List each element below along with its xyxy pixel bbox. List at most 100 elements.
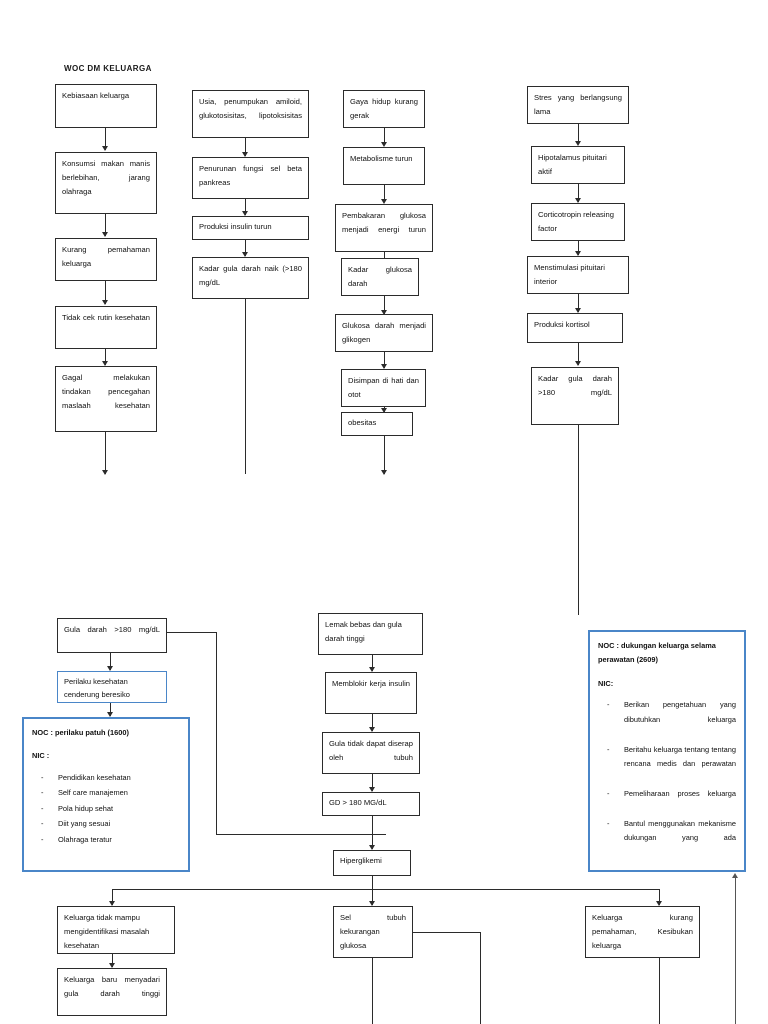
connector-line — [216, 632, 217, 835]
flow-node-corticotropin-releasing-factor: Corticotropin releasing factor — [531, 203, 625, 241]
nic-item-text: Pemeliharaan proses keluarga — [624, 788, 736, 798]
arrow-icon — [102, 300, 108, 305]
flow-node-menstimulasi-pituitari: Menstimulasi pituitari interior — [527, 256, 629, 294]
arrow-icon — [381, 310, 387, 315]
connector-bus — [112, 889, 660, 890]
connector-line-long — [578, 425, 579, 615]
arrow-icon — [107, 712, 113, 717]
flow-node-kadar-gula-darah-naik: Kadar gula darah naik (>180 mg/dL — [192, 257, 309, 299]
nic-item-text: Olahraga teratur — [58, 834, 112, 844]
arrow-icon — [102, 361, 108, 366]
flow-node-kadar-gula-darah-180: Kadar gula darah >180 mg/dL — [531, 367, 619, 425]
connector-line — [384, 296, 385, 314]
arrow-icon — [102, 146, 108, 151]
flow-node-perilaku-kesehatan-beresiko: Perilaku kesehatan cenderung beresiko — [57, 671, 167, 703]
connector-line — [372, 816, 373, 849]
arrow-icon — [369, 901, 375, 906]
flow-node-hiperglikemi: Hiperglikemi — [333, 850, 411, 876]
page-title: WOC DM KELUARGA — [64, 64, 152, 73]
flow-node-glukosa-menjadi-glikogen: Glukosa darah menjadi glikogen — [335, 314, 433, 352]
nic-item-text: Self care manajemen — [58, 788, 128, 798]
connector-line — [384, 128, 385, 145]
flow-node-usia-amiloid: Usia, penumpukan amiloid, glukotosisitas… — [192, 90, 309, 138]
connector-line — [245, 199, 246, 215]
flow-node-stres-berlangsung-lama: Stres yang berlangsung lama — [527, 86, 629, 124]
connector-line — [372, 958, 373, 1024]
arrow-icon — [656, 901, 662, 906]
nic-item-text: Berikan pengetahuan yang dibutuhkan kelu… — [624, 700, 736, 724]
nic-item-text: Bantul menggunakan mekanisme dukungan ya… — [624, 818, 736, 843]
flow-node-memblokir-insulin: Memblokir kerja insulin — [325, 672, 417, 714]
connector-line — [384, 352, 385, 368]
arrow-icon — [102, 232, 108, 237]
list-item: Beritahu keluarga tentang tentang rencan… — [607, 743, 736, 786]
flow-node-kebiasaan-keluarga: Kebiasaan keluarga — [55, 84, 157, 128]
flow-node-produksi-insulin-turun: Produksi insulin turun — [192, 216, 309, 240]
flow-node-gaya-hidup: Gaya hidup kurang gerak — [343, 90, 425, 128]
arrow-icon — [381, 364, 387, 369]
arrow-icon — [109, 901, 115, 906]
connector-line — [167, 632, 217, 633]
nic-subheading: NIC : — [32, 751, 50, 761]
arrow-icon — [381, 470, 387, 475]
arrow-icon — [369, 667, 375, 672]
connector-line — [659, 958, 660, 1024]
arrow-icon — [369, 727, 375, 732]
connector-line — [412, 932, 481, 933]
nic-item-list: Berikan pengetahuan yang dibutuhkan kelu… — [598, 698, 736, 860]
nic-item-list: Pendidikan kesehatan Self care manajemen… — [32, 771, 180, 848]
flow-node-sel-tubuh-kekurangan-glukosa: Sel tubuh kekurangan glukosa — [333, 906, 413, 958]
connector-line — [372, 774, 373, 791]
arrow-icon — [381, 142, 387, 147]
connector-line — [216, 834, 386, 835]
flow-node-metabolisme-turun: Metabolisme turun — [343, 147, 425, 185]
flow-node-disimpan-hati-otot: Disimpan di hati dan otot — [341, 369, 426, 407]
arrow-icon — [575, 251, 581, 256]
flow-node-kadar-glukosa-darah: Kadar glukosa darah — [341, 258, 419, 296]
flow-node-kurang-pemahaman: Kurang pemahaman keluarga — [55, 238, 157, 281]
connector-line — [112, 954, 113, 967]
connector-line — [372, 714, 373, 731]
arrow-icon — [732, 873, 738, 878]
connector-line — [112, 889, 113, 905]
arrow-icon — [242, 252, 248, 257]
flow-node-pembakaran-glukosa: Pembakaran glukosa menjadi energi turun — [335, 204, 433, 252]
list-item: Pola hidup sehat — [41, 802, 180, 817]
arrow-icon — [109, 963, 115, 968]
connector-line — [372, 876, 373, 890]
list-item: Olahraga teratur — [41, 833, 180, 848]
list-item: Self care manajemen — [41, 786, 180, 801]
flow-node-penurunan-fungsi-sel: Penurunan fungsi sel beta pankreas — [192, 157, 309, 199]
nic-item-text: Pendidikan kesehatan — [58, 772, 131, 782]
arrow-icon — [107, 666, 113, 671]
connector-line — [578, 184, 579, 202]
nic-item-text: Pola hidup sehat — [58, 803, 114, 813]
flow-node-keluarga-tidak-mampu: Keluarga tidak mampu mengidentifikasi ma… — [57, 906, 175, 954]
connector-line — [578, 343, 579, 365]
list-item: Diit yang sesuai — [41, 817, 180, 832]
flow-node-keluarga-baru-menyadari: Keluarga baru menyadari gula darah tingg… — [57, 968, 167, 1016]
connector-line — [110, 703, 111, 716]
arrow-icon — [369, 845, 375, 850]
noc-heading: NOC : perilaku patuh (1600) — [32, 728, 129, 737]
flow-node-keluarga-kurang-pemahaman: Keluarga kurang pemahaman, Kesibukan kel… — [585, 906, 700, 958]
feedback-connector-line — [735, 877, 736, 1024]
connector-line — [110, 653, 111, 670]
nic-item-text: Beritahu keluarga tentang tentang rencan… — [624, 744, 736, 769]
flow-node-hipotalamus-pituitari: Hipotalamus pituitari aktif — [531, 146, 625, 184]
connector-line — [372, 655, 373, 671]
list-item: Pendidikan kesehatan — [41, 771, 180, 786]
list-item: Pemeliharaan proses keluarga — [607, 787, 736, 816]
flow-node-lemak-bebas: Lemak bebas dan gula darah tinggi — [318, 613, 423, 655]
flow-node-tidak-cek-rutin: Tidak cek rutin kesehatan — [55, 306, 157, 349]
flow-node-konsumsi-makan: Konsumsi makan manis berlebihan, jarang … — [55, 152, 157, 214]
nic-subheading: NIC: — [598, 678, 614, 688]
noc-box-perilaku-patuh: NOC : perilaku patuh (1600) NIC : Pendid… — [22, 717, 190, 872]
flow-node-gagal-melakukan: Gagal melakukan tindakan pencegahan masl… — [55, 366, 157, 432]
connector-line — [245, 240, 246, 256]
flow-node-produksi-kortisol: Produksi kortisol — [527, 313, 623, 343]
flow-node-gula-tidak-diserap: Gula tidak dapat diserap oleh tubuh — [322, 732, 420, 774]
arrow-icon — [575, 361, 581, 366]
connector-line — [578, 124, 579, 144]
